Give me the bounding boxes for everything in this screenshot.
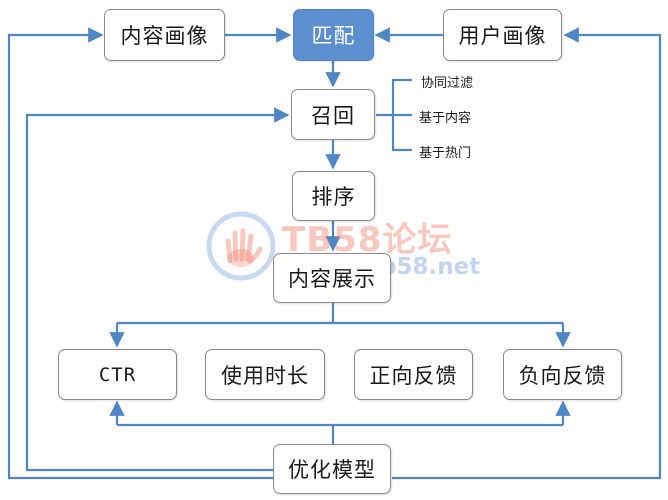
- node-positive-feedback: 正向反馈: [354, 349, 473, 400]
- recall-method-content: 基于内容: [419, 111, 472, 126]
- node-user-profile: 用户画像: [443, 9, 562, 61]
- recall-method-collaborative: 协同过滤: [421, 76, 474, 91]
- node-content-profile: 内容画像: [104, 9, 225, 61]
- edge-optimize-to-recall: [25, 107, 290, 472]
- edge-optimize-to-user: [392, 27, 662, 480]
- recall-method-popular: 基于热门: [419, 146, 472, 161]
- node-ctr: CTR: [58, 349, 177, 400]
- node-match: 匹配: [293, 9, 374, 61]
- node-negative-feedback: 负向反馈: [503, 349, 622, 400]
- node-optimize: 优化模型: [273, 444, 391, 494]
- node-usage-time: 使用时长: [205, 349, 325, 400]
- node-display: 内容展示: [273, 253, 391, 303]
- node-rank: 排序: [292, 171, 375, 221]
- edge-optimize-to-content: [7, 27, 273, 480]
- node-recall: 召回: [291, 89, 375, 140]
